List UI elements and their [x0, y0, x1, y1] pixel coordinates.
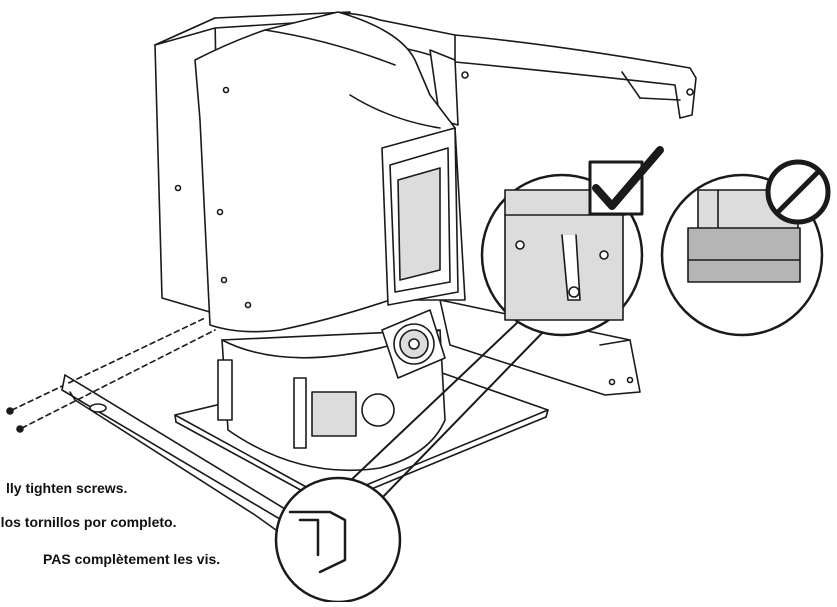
right-upright — [429, 49, 459, 126]
instruction-spanish: e los tornillos por completo. — [0, 514, 177, 530]
bracket-zoom-circle — [274, 476, 402, 604]
fan-unit — [381, 309, 446, 379]
screw-insertion-paths — [11, 317, 216, 429]
hood-screws — [174, 86, 252, 309]
callout-leader-lines — [329, 319, 546, 501]
screws — [6, 407, 24, 433]
instruction-english: lly tighten screws. — [6, 480, 128, 496]
checkmark-icon — [588, 146, 664, 216]
right-frame-rail — [439, 299, 641, 396]
instruction-french: PAS complètement les vis. — [43, 551, 221, 567]
hood-window — [381, 127, 459, 306]
lower-housing — [217, 329, 446, 472]
prohibited-icon — [765, 159, 831, 225]
